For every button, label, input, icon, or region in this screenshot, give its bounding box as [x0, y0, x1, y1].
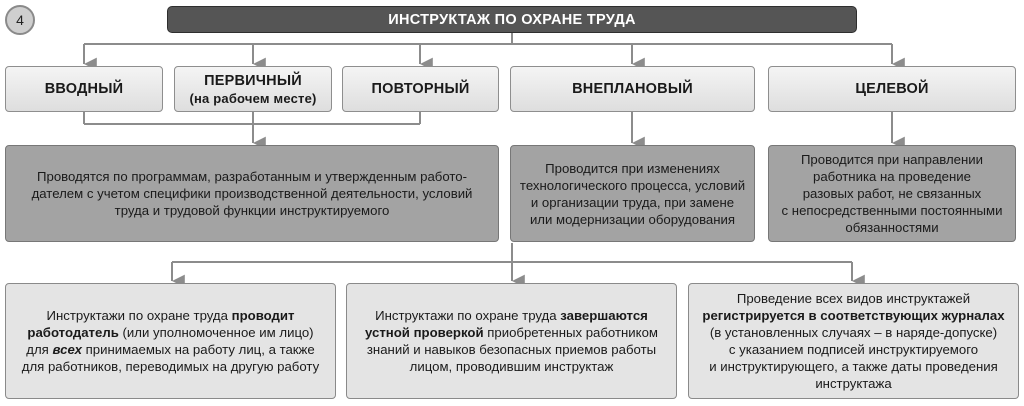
description-general-line: Проводятся по программам, разработанным …	[37, 169, 467, 184]
description-vneplanovy-line: или модернизации оборудования	[529, 211, 736, 227]
rule-completion-text: Инструктажи по охране труда	[375, 308, 561, 323]
type-vneplanovy-label: ВНЕПЛАНОВЫЙ	[572, 81, 693, 97]
type-vvodny-box: ВВОДНЫЙ	[5, 66, 163, 112]
description-vneplanovy-line: и организации труда, при замене	[530, 194, 735, 210]
rule-who-text: (или уполномоченное им лицо)	[118, 325, 314, 340]
rule-who-text: Инструктажи по охране труда	[46, 308, 232, 323]
rule-completion-bold: устной проверкой	[364, 325, 484, 340]
description-vneplanovy-line: Проводится при изменениях	[545, 160, 720, 176]
rule-who-line: для работников, переводимых на другую ра…	[22, 358, 319, 375]
type-tselevoy-label: ЦЕЛЕВОЙ	[855, 81, 929, 97]
rule-completion-line: устной проверкой приобретенных работнико…	[365, 324, 658, 341]
rule-who-text: для	[26, 342, 53, 357]
rule-completion-text: приобретенных работником	[483, 325, 658, 340]
rule-completion-text: знаний и навыков безопасных приемов рабо…	[366, 342, 657, 357]
description-tselevoy-line: с непосредственными постоянными	[781, 203, 1003, 218]
rule-registration-line: (в установленных случаях – в наряде-допу…	[709, 325, 998, 340]
description-general-box: Проводятся по программам, разработанным …	[5, 145, 499, 242]
description-tselevoy-line: Проводится при направлении	[800, 152, 984, 167]
description-tselevoy-line: разовых работ, не связанных	[802, 186, 982, 201]
type-pervichny-sublabel: (на рабочем месте)	[189, 90, 317, 106]
description-tselevoy-line: работника на проведение	[812, 169, 972, 184]
rule-who-bold: работодатель	[27, 325, 119, 340]
rule-registration-line: инструктажа	[815, 376, 892, 391]
type-pervichny-label: ПЕРВИЧНЫЙ	[204, 72, 302, 89]
description-tselevoy-box: Проводится при направлении работника на …	[768, 145, 1016, 242]
rule-registration-line: регистрируется в соответствующих журнала…	[702, 307, 1004, 324]
description-general-line: дателем с учетом специфики производствен…	[31, 186, 473, 201]
type-tselevoy-box: ЦЕЛЕВОЙ	[768, 66, 1016, 112]
type-vvodny-label: ВВОДНЫЙ	[44, 81, 124, 97]
rule-who-text: для работников, переводимых на другую ра…	[21, 359, 320, 374]
diagram-title: ИНСТРУКТАЖ ПО ОХРАНЕ ТРУДА	[167, 6, 857, 33]
type-vneplanovy-box: ВНЕПЛАНОВЫЙ	[510, 66, 755, 112]
description-vneplanovy-line: технологического процесса, условий	[519, 177, 746, 193]
rule-completion-bold: завершаются	[560, 308, 648, 323]
rule-who-line: для всех принимаемых на работу лиц, а та…	[26, 341, 314, 358]
rule-who-box: Инструктажи по охране труда проводит раб…	[5, 283, 336, 399]
type-pervichny-box: ПЕРВИЧНЫЙ (на рабочем месте)	[174, 66, 332, 112]
rule-registration-line: Проведение всех видов инструктажей	[736, 291, 971, 306]
rule-registration-bold: регистрируется в соответствующих журнала…	[702, 308, 1005, 323]
rule-who-line: работодатель (или уполномоченное им лицо…	[27, 324, 313, 341]
rule-registration-line: и инструктирующего, а также даты проведе…	[709, 359, 998, 374]
rule-registration-box: Проведение всех видов инструктажей регис…	[688, 283, 1019, 399]
rule-who-emphasis: всех	[52, 342, 82, 357]
rule-completion-box: Инструктажи по охране труда завершаются …	[346, 283, 677, 399]
rule-registration-line: с указанием подписей инструктируемого	[728, 342, 979, 357]
rule-who-line: Инструктажи по охране труда проводит	[47, 307, 295, 324]
rule-completion-text: лицом, проводившим инструктаж	[409, 359, 614, 374]
description-general-line: труда и трудовой функции инструктируемог…	[114, 203, 390, 218]
rule-who-bold: проводит	[231, 308, 295, 323]
type-povtorny-label: ПОВТОРНЫЙ	[371, 81, 470, 97]
description-vneplanovy-box: Проводится при изменениях технологическо…	[510, 145, 755, 242]
description-tselevoy-line: обязанностями	[845, 220, 939, 235]
type-povtorny-box: ПОВТОРНЫЙ	[342, 66, 499, 112]
rule-completion-line: Инструктажи по охране труда завершаются	[375, 307, 648, 324]
rule-who-text: принимаемых на работу лиц, а также	[81, 342, 315, 357]
rule-completion-line: знаний и навыков безопасных приемов рабо…	[367, 341, 656, 358]
page-number-badge: 4	[5, 5, 35, 35]
rule-completion-line: лицом, проводившим инструктаж	[410, 358, 614, 375]
